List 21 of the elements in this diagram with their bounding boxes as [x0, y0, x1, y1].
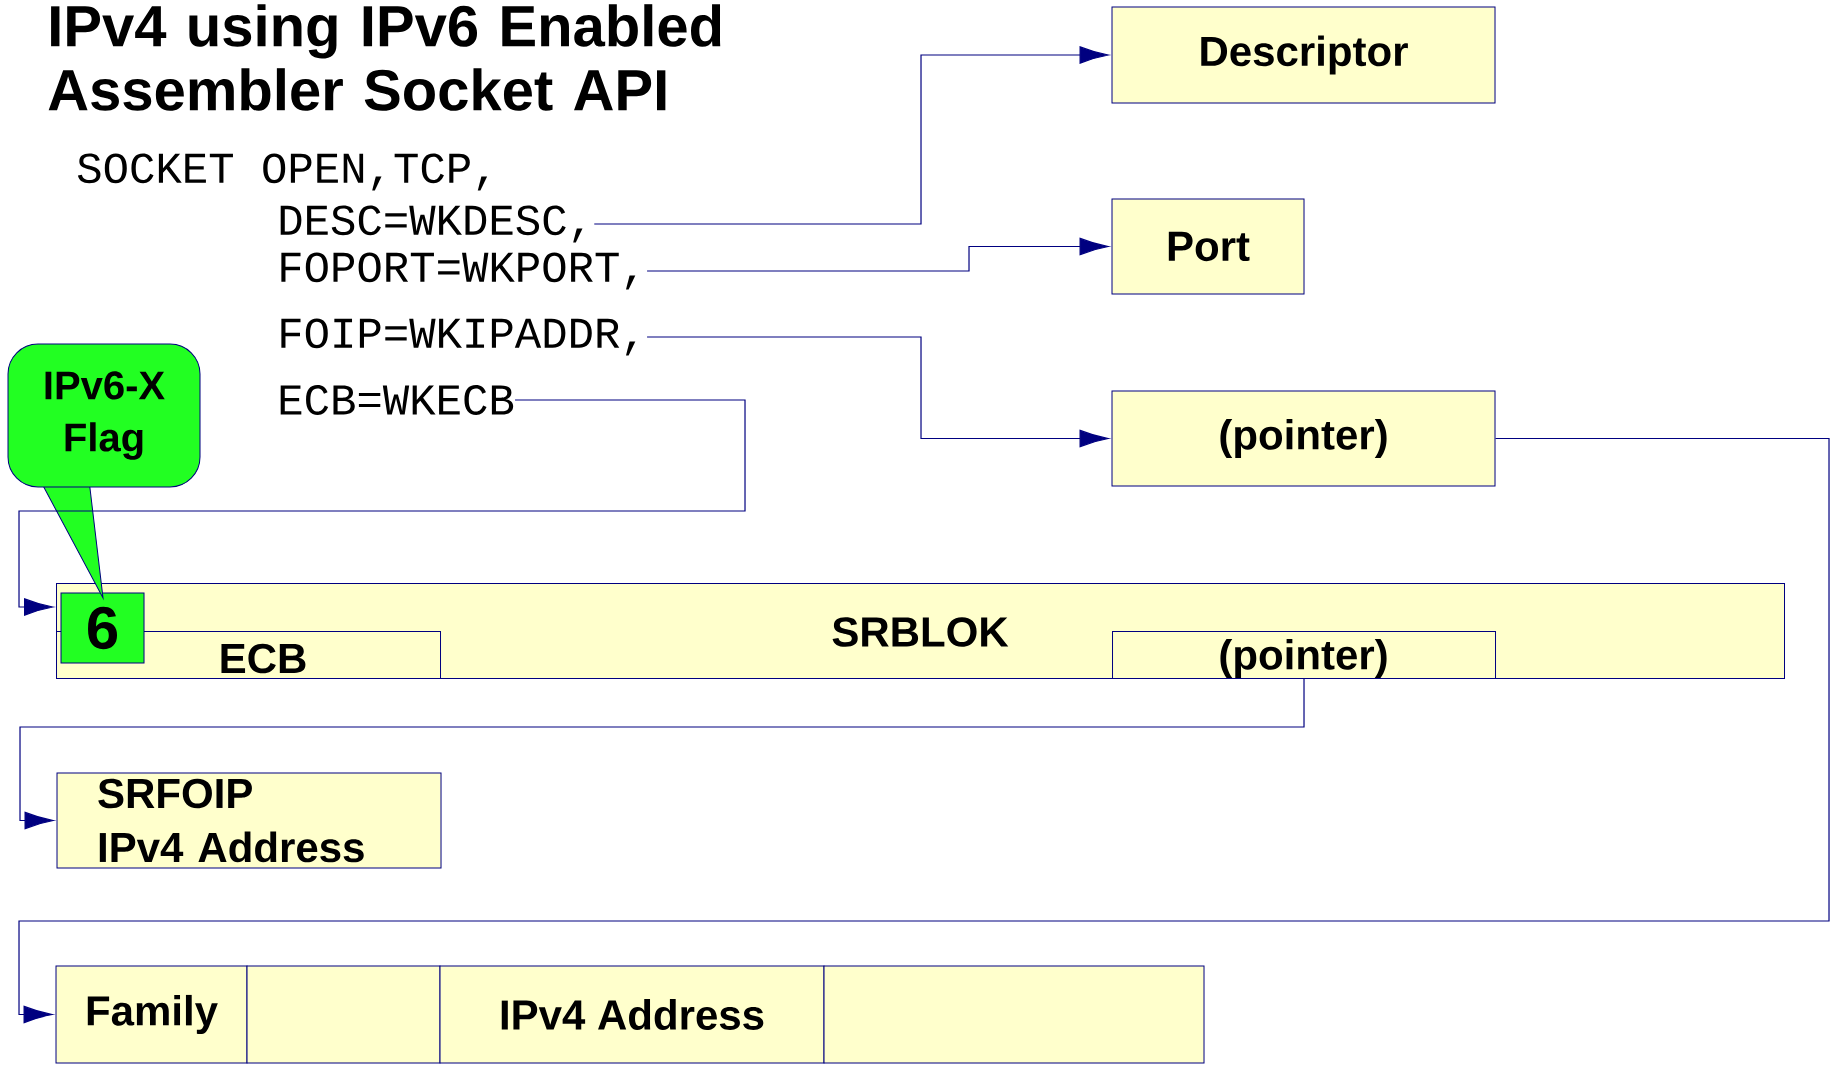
field-box — [246, 965, 441, 1064]
field-box: Port — [1111, 198, 1305, 295]
field-box: SRFOIP IPv4 Address — [56, 772, 442, 869]
title: IPv4 using IPv6 Enabled Assembler Socket API — [48, 4, 721, 111]
code-line: SOCKET OPEN,TCP, — [77, 153, 488, 191]
code-line: FOPORT=WKPORT, — [281, 252, 636, 290]
arrow — [19, 678, 1305, 830]
arrow — [593, 46, 1109, 225]
field-box — [823, 965, 1205, 1064]
callout-bubble: IPv6-X Flag — [7, 343, 201, 599]
flag-box: 6 — [60, 592, 145, 664]
field-box: IPv4 Address — [439, 965, 825, 1064]
arrow — [18, 437, 1830, 1024]
arrow — [18, 399, 746, 616]
code-line: DESC=WKDESC, — [280, 205, 583, 243]
field-box: Family — [55, 965, 248, 1064]
code-line: FOIP=WKIPADDR, — [281, 318, 636, 356]
field-box: (pointer) — [1111, 390, 1496, 487]
field-box: (pointer) — [1112, 631, 1496, 679]
code-line: ECB=WKECB — [280, 385, 514, 415]
field-box: Descriptor — [1111, 6, 1496, 104]
